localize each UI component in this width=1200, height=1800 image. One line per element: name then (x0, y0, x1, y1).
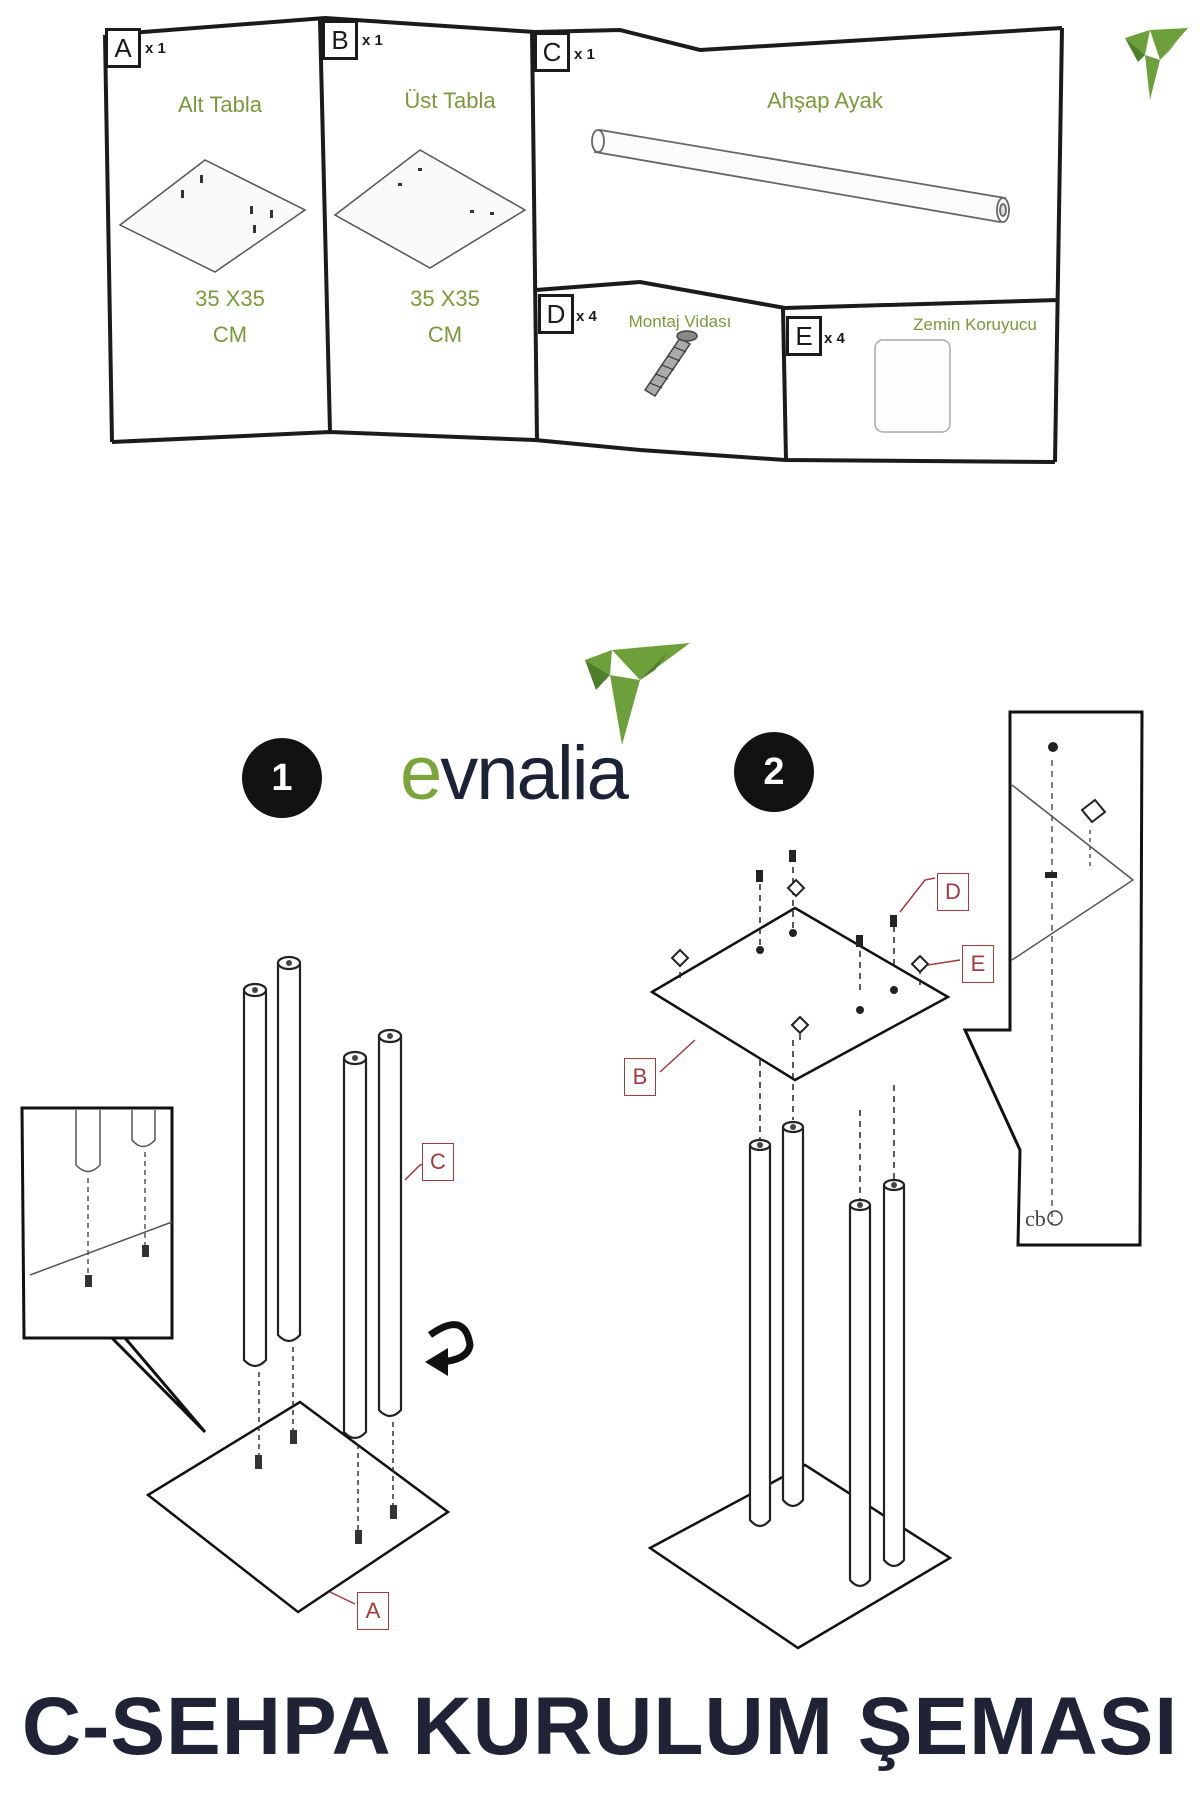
top-panel-b (649, 906, 951, 1082)
part-letter-c: C (534, 32, 570, 72)
rotate-arrow-icon (425, 1321, 474, 1376)
part-name-d: Montaj Vidası (628, 312, 732, 331)
part-name-c: Ahşap Ayak (767, 88, 883, 113)
callout-d: D (937, 873, 969, 911)
part-name-e: Zemin Koruyucu (913, 315, 1037, 334)
part-letter-b: B (322, 20, 358, 60)
part-qty-c: x 1 (574, 46, 595, 63)
step-1-badge: 1 (242, 738, 322, 818)
bottom-panel-a (145, 1400, 451, 1614)
callout-c: C (422, 1143, 454, 1181)
part-qty-b: x 1 (362, 32, 383, 49)
screw-icon (643, 330, 698, 398)
part-size-b-line1: 35 X35 (410, 286, 480, 311)
part-letter-e: E (786, 316, 822, 356)
svg-text:cb: cb (1025, 1206, 1046, 1231)
part-size-b-line2: CM (427, 322, 463, 347)
page-title: C-SEHPA KURULUM ŞEMASI (21, 1681, 1179, 1772)
part-letter-a: A (105, 28, 141, 68)
top-panel-illustration (333, 149, 527, 269)
wooden-leg-illustration (591, 128, 1010, 224)
part-letter-d: D (538, 294, 574, 334)
step-2-badge: 2 (734, 732, 814, 812)
part-name-a: Alt Tabla (178, 92, 262, 117)
part-qty-d: x 4 (576, 308, 597, 325)
brand-logo-text: evnalia (400, 730, 629, 817)
parts-list: A x 1 B x 1 C x 1 D x 4 E x 4 Alt Tabla … (0, 0, 1200, 480)
part-qty-e: x 4 (824, 330, 845, 347)
callout-b: B (624, 1058, 656, 1096)
part-name-b: Üst Tabla (404, 88, 496, 113)
bottom-panel-illustration (118, 159, 307, 273)
part-size-a-line1: 35 X35 (195, 286, 265, 311)
floor-protector-illustration (874, 339, 951, 433)
origami-bird-logo-icon (1125, 28, 1188, 100)
brand-first-letter: e (400, 731, 442, 816)
part-qty-a: x 1 (145, 40, 166, 57)
callout-e: E (962, 945, 994, 983)
callout-a: A (357, 1592, 389, 1630)
part-size-a-line2: CM (212, 322, 248, 347)
brand-rest: vnalia (440, 731, 629, 816)
parts-illustrations (118, 128, 1010, 433)
parts-grid-lines (103, 15, 1064, 464)
